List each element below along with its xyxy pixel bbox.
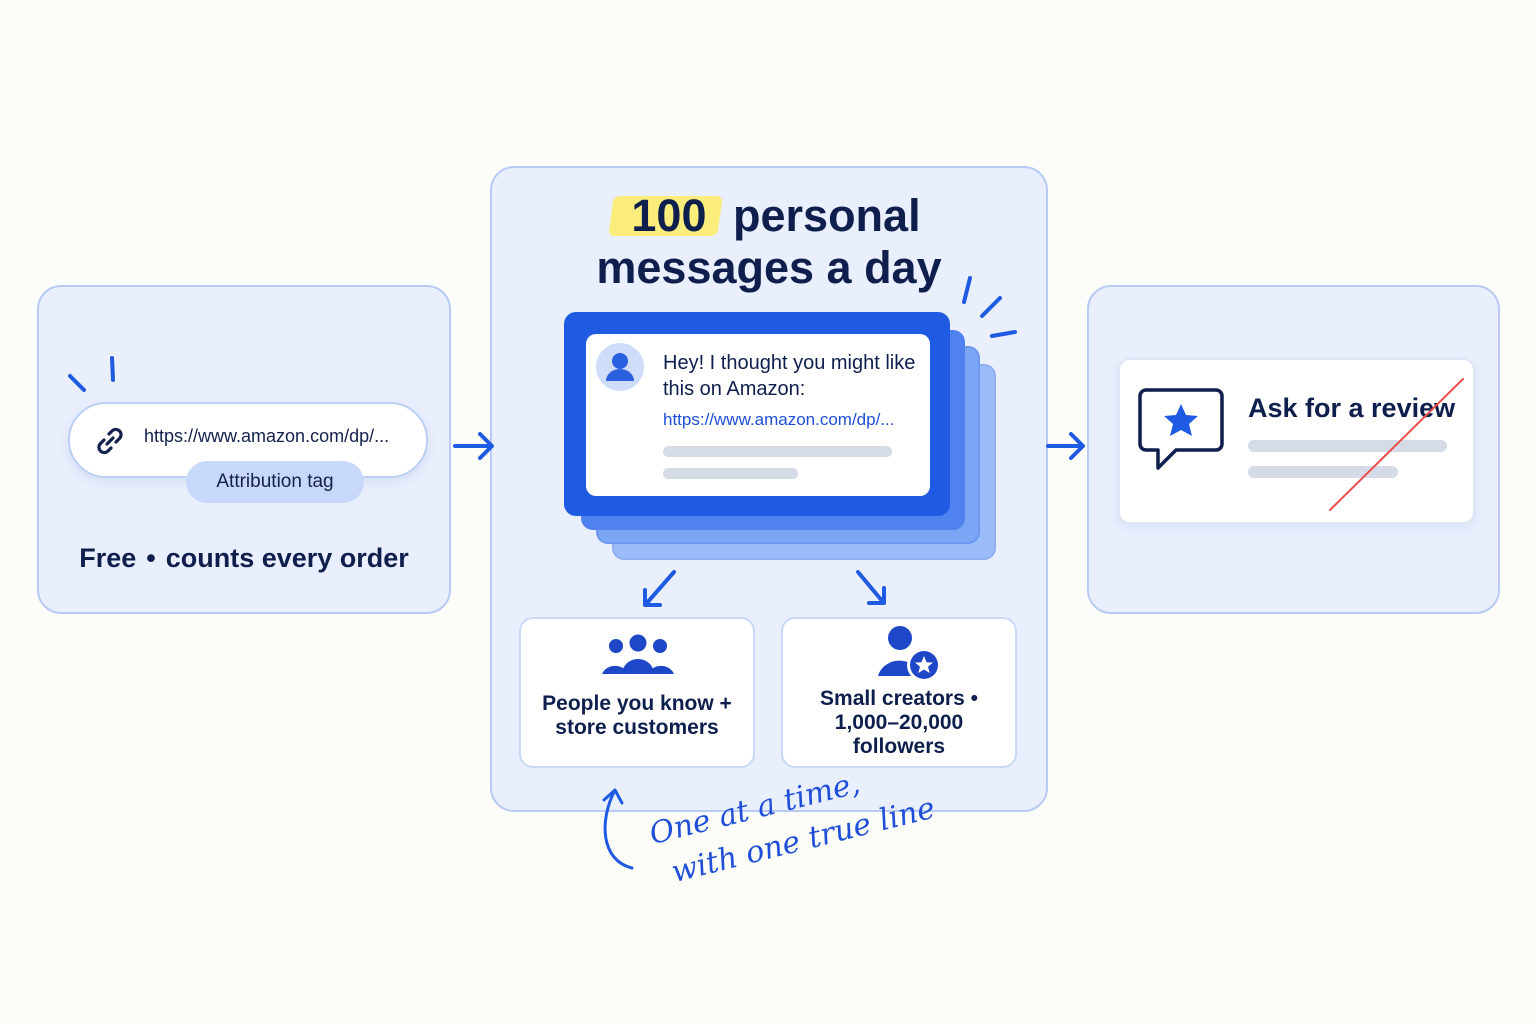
people-caption: People you know + store customers <box>542 692 732 739</box>
creators-caption-line: followers <box>852 735 946 758</box>
message-link[interactable]: https://www.amazon.com/dp/... <box>663 410 895 429</box>
review-placeholder-line <box>1248 440 1447 452</box>
attribution-tag: Attribution tag <box>186 461 364 503</box>
message-text: Hey! I thought you might like this on Am… <box>663 352 916 400</box>
headline-rest: personal <box>733 190 921 241</box>
review-title: Ask for a review <box>1248 393 1456 423</box>
url-text: https://www.amazon.com/dp/... <box>144 426 390 446</box>
link-icon <box>97 427 123 455</box>
arrow-right-icon <box>1046 432 1085 460</box>
headline-number: 100 <box>617 190 720 242</box>
message-placeholder-line <box>663 468 798 479</box>
creators-caption-line: 1,000–20,000 <box>834 711 964 734</box>
creators-caption-line: Small creators • <box>820 687 978 710</box>
left-caption: Free • counts every order <box>37 543 451 574</box>
caption-free: Free <box>79 543 137 573</box>
caption-counts: counts every order <box>165 543 409 573</box>
arrow-right-icon <box>453 432 494 460</box>
message-placeholder-line <box>663 446 892 457</box>
caption-separator: • <box>146 543 156 573</box>
headline: 100 personal messages a day <box>490 190 1048 294</box>
avatar-icon <box>596 343 644 391</box>
headline-line2: messages a day <box>596 242 942 293</box>
review-placeholder-line <box>1248 466 1398 478</box>
